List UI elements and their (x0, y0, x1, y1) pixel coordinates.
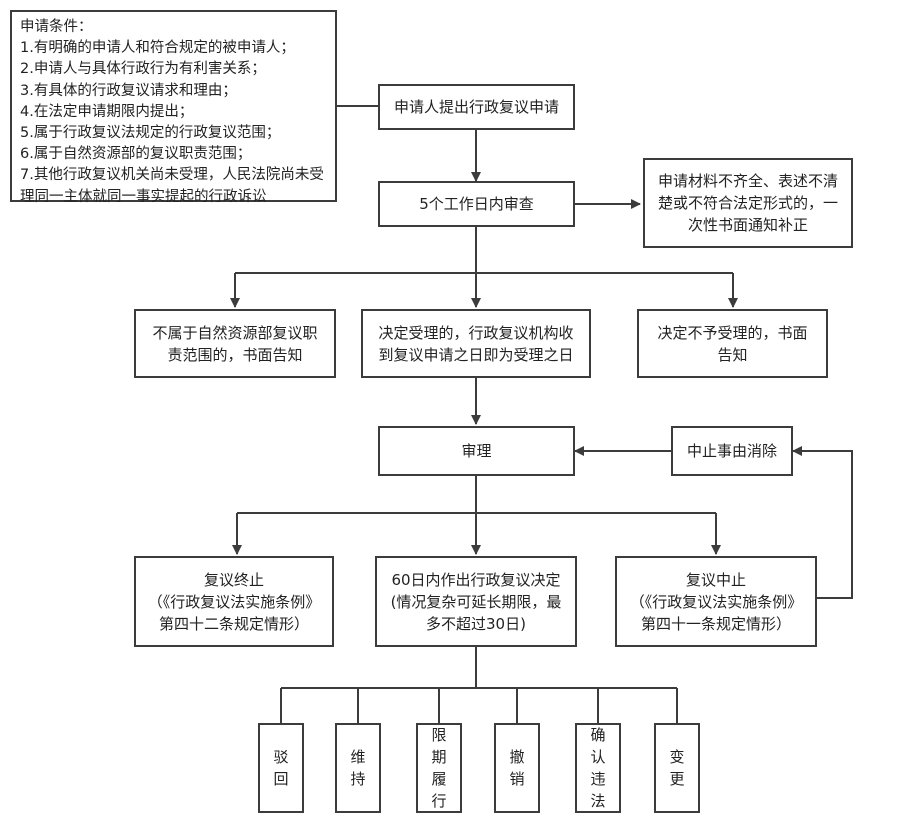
rejected-node: 决定不予受理的，书面告知 (637, 309, 828, 378)
suspend-node: 复议中止 （《行政复议法实施条例》第四十一条规定情形） (615, 556, 817, 647)
apply-label: 申请人提出行政复议申请 (393, 98, 559, 116)
outcome-dismiss-label: 驳回 (273, 748, 289, 788)
outcome-modify-label: 变更 (669, 748, 685, 788)
not-in-scope-label: 不属于自然资源部复议职责范围的，书面告知 (152, 323, 318, 364)
terminate-node: 复议终止 （《行政复议法实施条例》第四十二条规定情形） (134, 556, 334, 647)
conditions-text: 申请条件： 1.有明确的申请人和符合规定的被申请人； 2.申请人与具体行政行为有… (20, 19, 324, 205)
conditions-box: 申请条件： 1.有明确的申请人和符合规定的被申请人； 2.申请人与具体行政行为有… (10, 10, 337, 205)
incomplete-materials-label: 申请材料不齐全、表述不清楚或不符合法定形式的，一次性书面通知补正 (657, 172, 838, 234)
review-5-days-label: 5个工作日内审查 (419, 195, 534, 213)
hearing-label: 审理 (461, 442, 492, 460)
review-5-days-node: 5个工作日内审查 (378, 181, 575, 227)
outcome-revoke-label: 撤销 (509, 748, 525, 788)
suspension-cleared-label: 中止事由消除 (686, 442, 777, 460)
outcome-order-performance: 限期履行 (416, 723, 462, 813)
outcome-order-performance-label: 限期履行 (431, 726, 447, 810)
rejected-label: 决定不予受理的，书面告知 (657, 323, 808, 364)
outcome-modify: 变更 (654, 723, 700, 813)
outcome-revoke: 撤销 (494, 723, 540, 813)
terminate-label: 复议终止 （《行政复议法实施条例》第四十二条规定情形） (147, 570, 321, 633)
suspend-label: 复议中止 （《行政复议法实施条例》第四十一条规定情形） (629, 570, 803, 633)
suspension-cleared-node: 中止事由消除 (671, 426, 793, 476)
outcome-confirm-illegal: 确认违法 (575, 723, 621, 813)
outcome-dismiss: 驳回 (258, 723, 304, 813)
outcome-uphold-label: 维持 (350, 748, 366, 788)
not-in-scope-node: 不属于自然资源部复议职责范围的，书面告知 (134, 309, 336, 378)
accepted-label: 决定受理的，行政复议机构收到复议申请之日即为受理之日 (378, 323, 574, 364)
incomplete-materials-node: 申请材料不齐全、表述不清楚或不符合法定形式的，一次性书面通知补正 (643, 158, 853, 248)
arrow-suspend-loop (792, 446, 853, 599)
decision-label: 60日内作出行政复议决定 (情况复杂可延长期限，最多不超过30日) (390, 570, 562, 633)
outcome-uphold: 维持 (335, 723, 381, 813)
outcome-confirm-illegal-label: 确认违法 (590, 726, 606, 810)
decision-node: 60日内作出行政复议决定 (情况复杂可延长期限，最多不超过30日) (375, 556, 577, 647)
accepted-node: 决定受理的，行政复议机构收到复议申请之日即为受理之日 (361, 309, 591, 378)
hearing-node: 审理 (378, 426, 575, 476)
apply-node: 申请人提出行政复议申请 (378, 84, 575, 130)
